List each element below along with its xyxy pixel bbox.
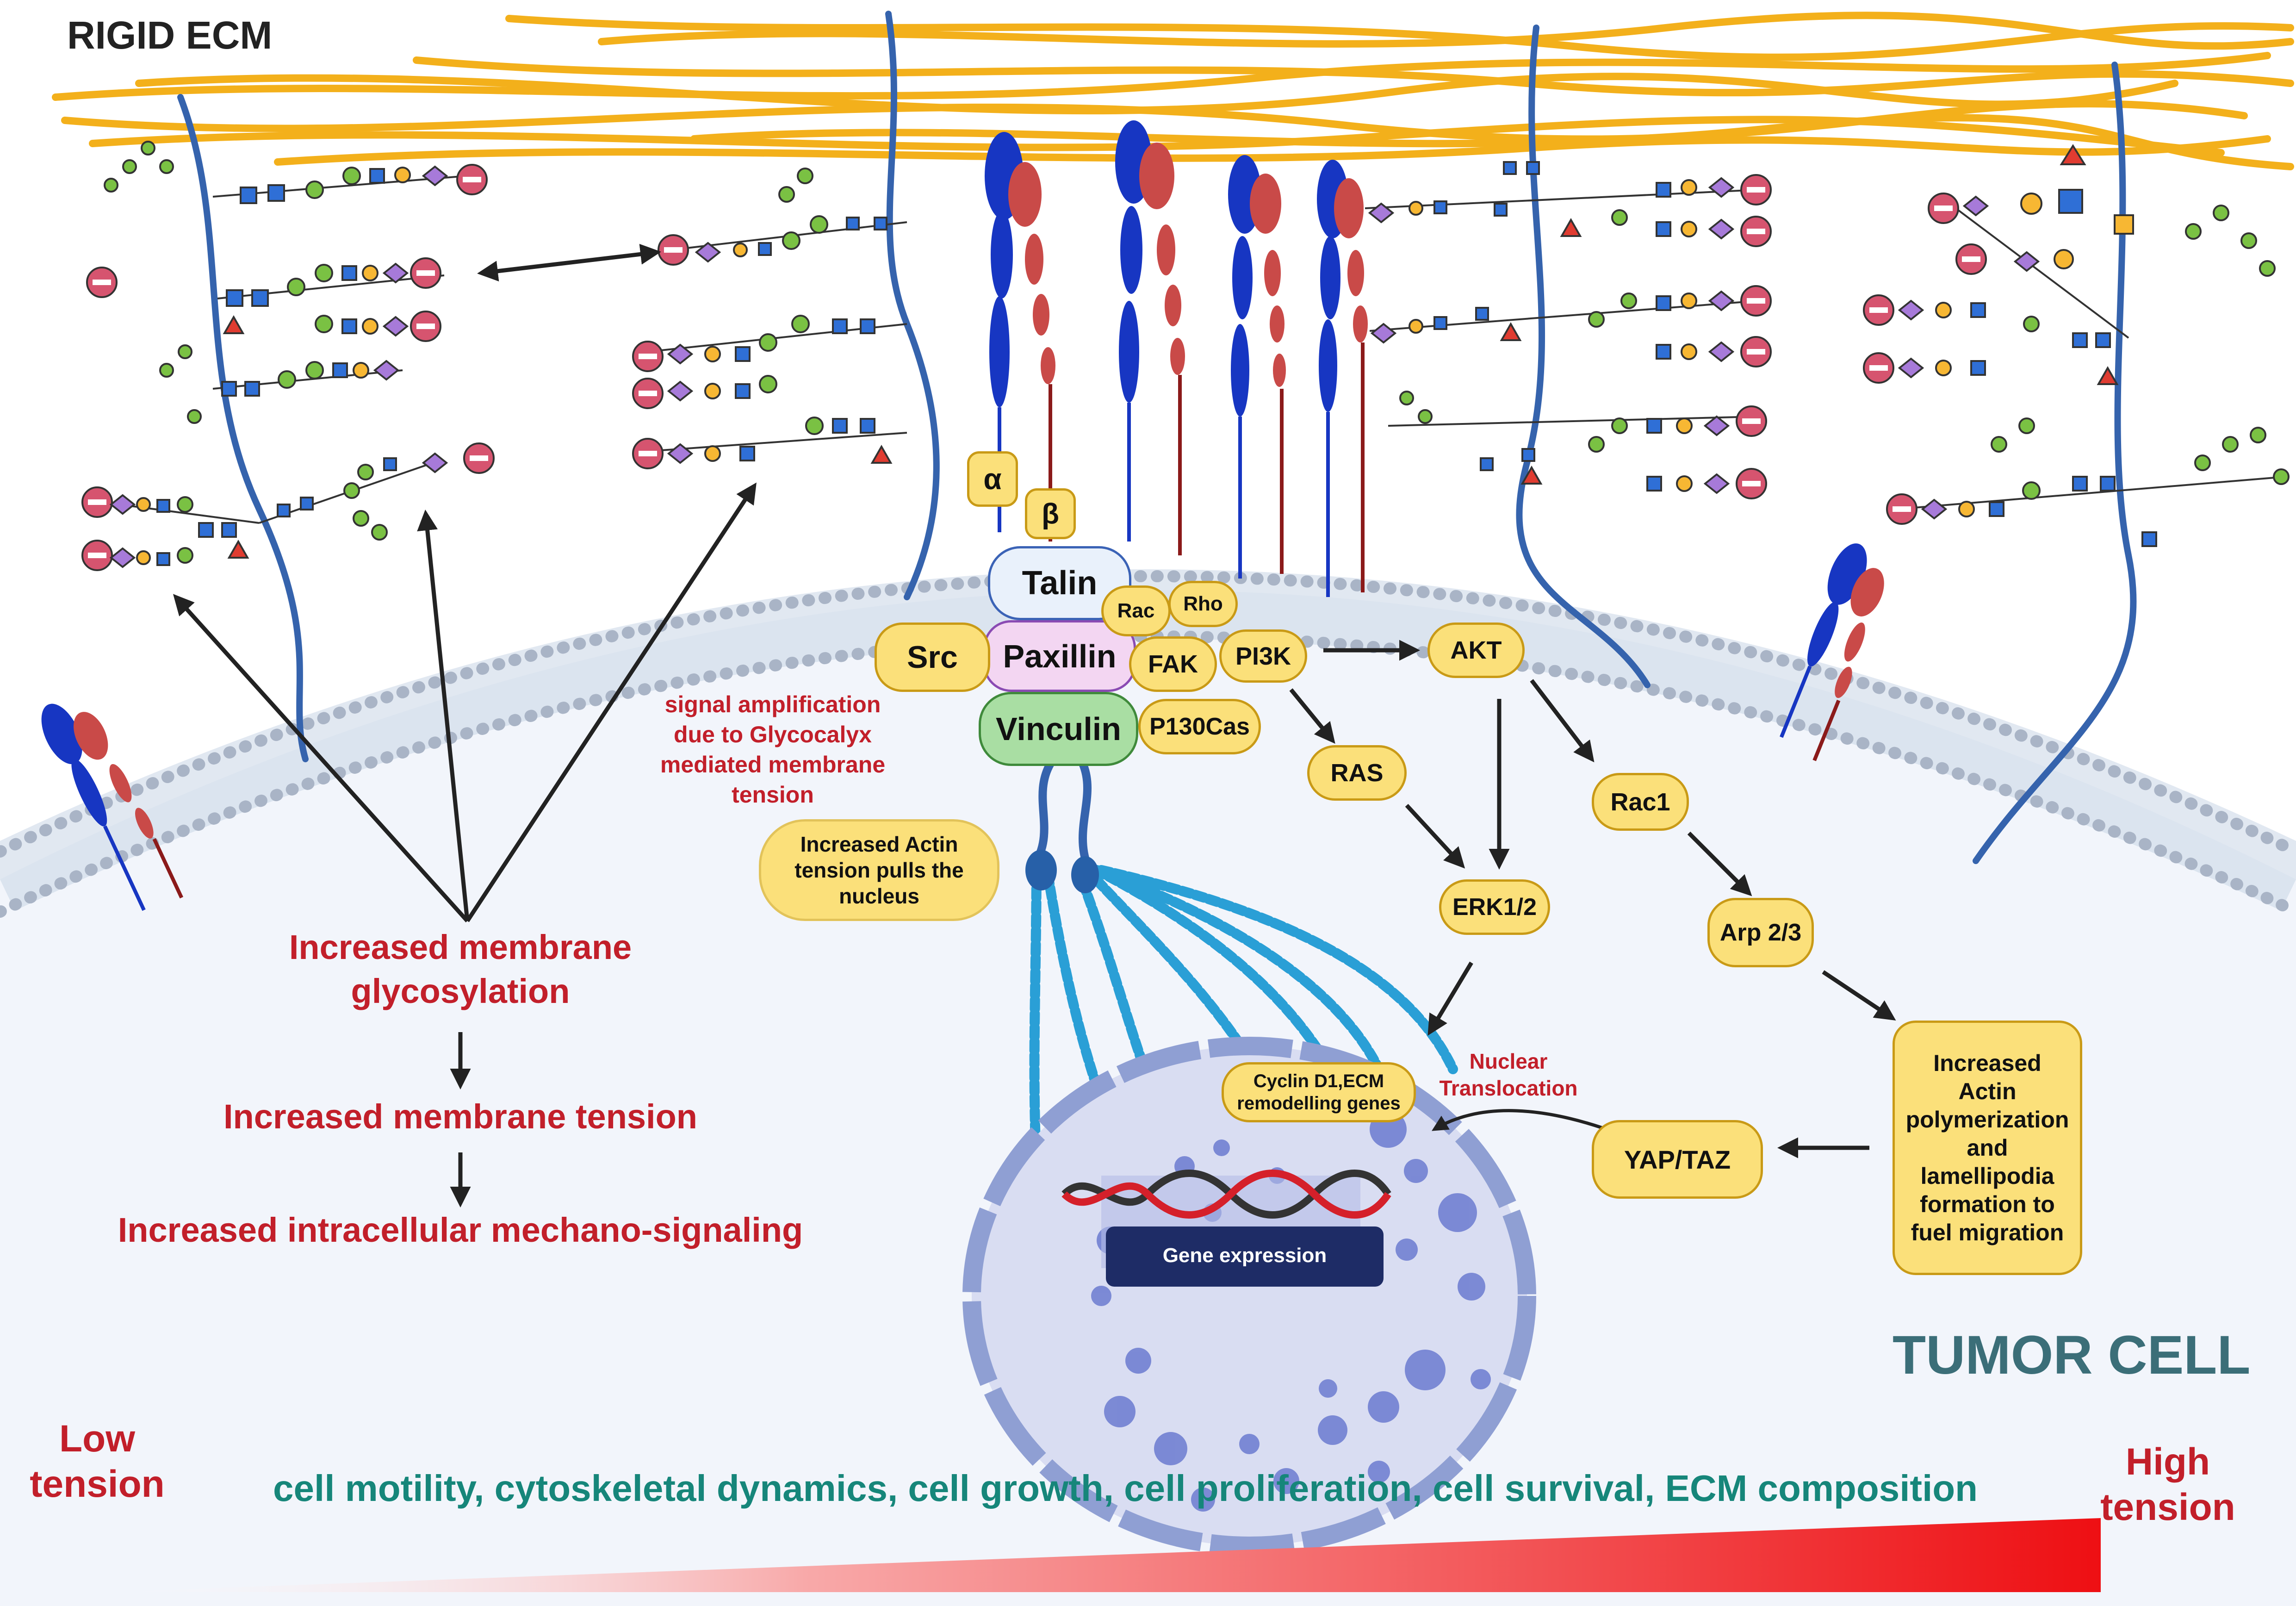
erk-node: ERK1/2 bbox=[1439, 879, 1550, 935]
actin-tension-line-2: tension pulls the bbox=[794, 858, 964, 882]
glycan-tree-6 bbox=[658, 168, 907, 266]
signal-amp-line-4: tension bbox=[732, 782, 814, 808]
cascade-step-1: Increased membrane glycosylation bbox=[194, 926, 726, 1013]
actin-box-line-2: Actin bbox=[1958, 1078, 2017, 1104]
fak-node: FAK bbox=[1129, 636, 1217, 692]
actin-box-line-5: lamellipodia bbox=[1920, 1163, 2054, 1189]
glycan-tree-10 bbox=[1369, 285, 1772, 367]
integrin-beta-badge: β bbox=[1025, 488, 1076, 539]
glycan-tree-4 bbox=[81, 486, 260, 571]
ras-node: RAS bbox=[1307, 745, 1407, 801]
integrin-4 bbox=[1317, 160, 1368, 597]
tension-gradient-bar bbox=[106, 1518, 2101, 1592]
low-tension-label: Low tension bbox=[28, 1416, 167, 1507]
arp23-node: Arp 2/3 bbox=[1707, 898, 1814, 967]
arrow-bidirectional bbox=[477, 243, 661, 282]
signal-amp-line-2: due to Glycocalyx bbox=[674, 722, 872, 747]
cascade-step-1-line-2: glycosylation bbox=[351, 971, 570, 1010]
high-tension-line-2: tension bbox=[2100, 1486, 2235, 1529]
cascade-step-1-line-1: Increased membrane bbox=[289, 928, 632, 966]
nuclear-line-1: Nuclear bbox=[1469, 1049, 1548, 1073]
rac1-node: Rac1 bbox=[1592, 773, 1689, 831]
signal-amp-line-1: signal amplification bbox=[664, 691, 881, 717]
actin-box-line-6: formation to bbox=[1920, 1191, 2055, 1217]
glycan-tree-11 bbox=[1388, 391, 1767, 499]
actin-box-line-1: Increased bbox=[1933, 1050, 2042, 1076]
gene-expression-label: Gene expression bbox=[1162, 1244, 1327, 1267]
arrow-akt-rac1 bbox=[1530, 679, 1595, 763]
actin-box-line-4: and bbox=[1967, 1134, 2008, 1161]
arrow-arp-actin bbox=[1822, 970, 1896, 1021]
src-node: Src bbox=[875, 622, 990, 692]
arrows bbox=[173, 243, 1896, 1208]
tumor-cell-label: TUMOR CELL bbox=[1893, 1325, 2251, 1386]
actin-box-line-3: polymerization bbox=[1905, 1106, 2069, 1133]
cascade-step-2: Increased membrane tension bbox=[223, 1097, 698, 1136]
actin-box-line-7: fuel migration bbox=[1911, 1219, 2064, 1245]
high-tension-line-1: High bbox=[2125, 1441, 2210, 1483]
integrin-3 bbox=[1228, 155, 1286, 579]
nuclear-translocation-label: Nuclear Translocation bbox=[1434, 1048, 1582, 1102]
cascade-step-3: Increased intracellular mechano-signalin… bbox=[118, 1211, 803, 1249]
gene-expression-box bbox=[1106, 1226, 1384, 1287]
integrin-left bbox=[41, 703, 184, 911]
arrow-erk-nucleus bbox=[1427, 961, 1473, 1036]
actin-tension-line-3: nucleus bbox=[839, 884, 919, 909]
nuclear-line-2: Translocation bbox=[1439, 1076, 1578, 1100]
arrow-pi3k-ras bbox=[1289, 688, 1335, 744]
vinculin-node: Vinculin bbox=[979, 692, 1138, 766]
rho-node: Rho bbox=[1168, 581, 1238, 627]
glycan-tree-9 bbox=[1365, 161, 1772, 247]
arrow-ras-erk bbox=[1405, 803, 1465, 869]
cyclin-d1-node: Cyclin D1,ECM remodelling genes bbox=[1222, 1062, 1416, 1122]
yap-taz-node: YAP/TAZ bbox=[1592, 1120, 1763, 1199]
integrin-2 bbox=[1115, 120, 1185, 555]
integrin-right bbox=[1780, 543, 1884, 761]
glycan-tree-5 bbox=[259, 442, 495, 541]
glycan-tree-1 bbox=[104, 141, 488, 204]
actin-polymerization-box: Increased Actin polymerization and lamel… bbox=[1893, 1021, 2082, 1275]
low-tension-line-1: Low bbox=[59, 1418, 135, 1460]
glycan-tree-3 bbox=[159, 344, 403, 424]
integrin-alpha-badge: α bbox=[967, 451, 1018, 507]
arrow-rac1-arp bbox=[1687, 831, 1752, 896]
p130cas-node: P130Cas bbox=[1138, 699, 1261, 754]
collagen-fibers bbox=[52, 12, 2294, 170]
low-tension-line-2: tension bbox=[30, 1463, 165, 1506]
akt-node: AKT bbox=[1427, 622, 1525, 678]
glycan-tree-8 bbox=[632, 417, 907, 469]
actin-anchor-right bbox=[1071, 856, 1099, 893]
glycan-tree-7 bbox=[632, 315, 907, 409]
outcomes-label: cell motility, cytoskeletal dynamics, ce… bbox=[273, 1468, 1978, 1509]
arrow-glyco-2 bbox=[417, 510, 470, 921]
arrow-glyco-1 bbox=[173, 594, 469, 923]
pi3k-node: PI3K bbox=[1219, 629, 1307, 683]
high-tension-label: High tension bbox=[2091, 1439, 2244, 1531]
actin-tension-line-1: Increased Actin bbox=[800, 832, 958, 856]
cyclin-line-1: Cyclin D1,ECM bbox=[1253, 1071, 1384, 1091]
glycan-tree-12 bbox=[1863, 144, 2276, 385]
arrow-nuclear-translocation bbox=[1431, 1109, 1620, 1136]
rac-node: Rac bbox=[1101, 585, 1171, 636]
glycan-tree-2 bbox=[86, 257, 445, 342]
cyclin-line-2: remodelling genes bbox=[1237, 1093, 1401, 1114]
vinculin-linker bbox=[1033, 761, 1092, 867]
glycan-chains bbox=[81, 141, 2290, 571]
arrow-glyco-3 bbox=[465, 482, 757, 922]
actin-tension-note: Increased Actin tension pulls the nucleu… bbox=[759, 819, 999, 921]
ecm-title: RIGID ECM bbox=[67, 13, 273, 57]
glycan-tree-13 bbox=[1886, 417, 2290, 547]
signal-amp-line-3: mediated membrane bbox=[660, 752, 886, 778]
actin-anchor-left bbox=[1025, 850, 1057, 890]
signal-amplification-note: signal amplification due to Glycocalyx m… bbox=[643, 690, 902, 810]
